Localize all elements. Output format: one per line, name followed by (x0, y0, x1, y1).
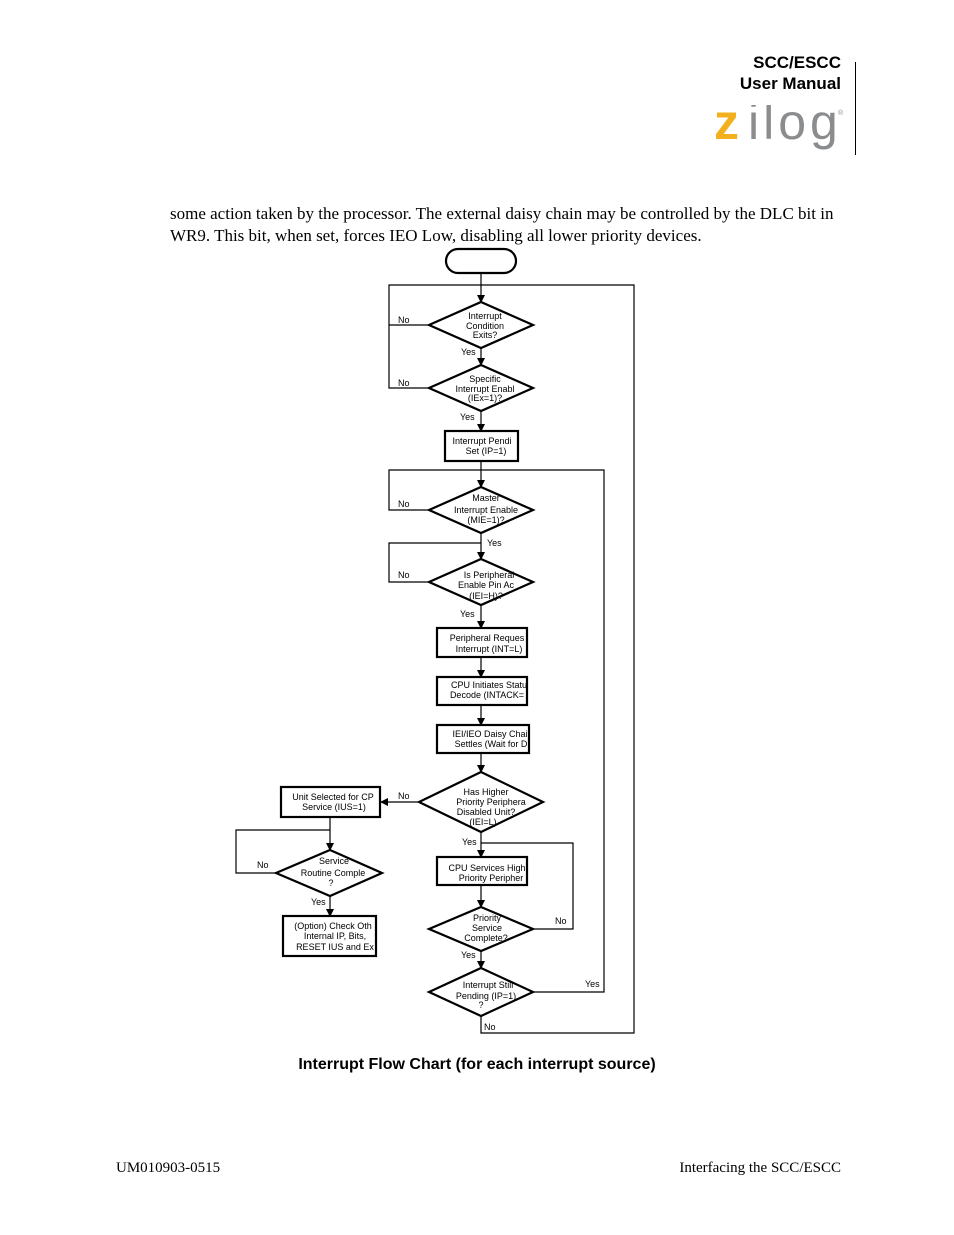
decision-text: Condition (466, 321, 504, 331)
figure-caption: Interrupt Flow Chart (for each interrupt… (0, 1056, 954, 1074)
process-text: (Option) Check Oth (294, 921, 372, 931)
process-text: Interrupt Pendi (452, 436, 511, 446)
process-text: Priority Peripher (459, 873, 524, 883)
process-text: Internal IP, Bits, (304, 931, 366, 941)
body-paragraph: some action taken by the processor. The … (170, 204, 834, 245)
branch-label-no: No (398, 315, 410, 325)
decision-text: Priority (473, 913, 502, 923)
process-text: Interrupt (INT=L) (456, 644, 523, 654)
decision-text: Interrupt Enabl (455, 384, 514, 394)
branch-label-no: No (398, 791, 410, 801)
decision-text: ? (328, 878, 333, 888)
decision-text: Enable Pin Ac (458, 580, 515, 590)
branch-label-yes: Yes (487, 538, 502, 548)
process-text: RESET IUS and Ex (296, 942, 374, 952)
decision-text: Exits? (473, 330, 498, 340)
decision-text: (IEI=H)? (469, 591, 503, 601)
process-text: CPU Services High (448, 863, 525, 873)
branch-label-no: No (484, 1022, 496, 1032)
zilog-logo-rest: ilog (748, 105, 842, 150)
process-text: IEI/IEO Daisy Chai (452, 729, 527, 739)
decision-text: Priority Periphera (456, 797, 526, 807)
decision-text: Is Peripheral (464, 570, 515, 580)
decision-text: Disabled Unit? (457, 807, 516, 817)
svg-text:®: ® (838, 109, 844, 117)
zilog-logo-z: z (714, 105, 739, 150)
decision-text: (MIE=1)? (467, 515, 504, 525)
branch-label-no: No (398, 570, 410, 580)
start-terminator (444, 247, 518, 275)
decision-text: Interrupt (468, 311, 502, 321)
decision-text: Complete? (464, 933, 508, 943)
process-unit-selected (279, 785, 382, 819)
decision-text: Service (319, 856, 349, 866)
branch-label-yes: Yes (461, 347, 476, 357)
decision-text: Master (472, 493, 500, 503)
process-text: Set (IP=1) (466, 446, 507, 456)
decision-text: Interrupt Still (463, 980, 514, 990)
footer-document-id: UM010903-0515 (116, 1160, 221, 1176)
branch-label-no: No (555, 916, 567, 926)
process-daisy-chain (435, 723, 531, 755)
process-text: Peripheral Reques (450, 633, 525, 643)
decision-text: Service (472, 923, 502, 933)
decision-text: (IEI=L) (469, 817, 496, 827)
process-peripheral-request (435, 626, 529, 659)
zilog-logo: z ilog ® (714, 105, 844, 150)
header-title-line2: User Manual (739, 74, 841, 93)
branch-label-no: No (257, 860, 269, 870)
process-text: Decode (INTACK= (450, 690, 524, 700)
branch-label-yes: Yes (460, 609, 475, 619)
footer-section-title: Interfacing the SCC/ESCC (679, 1160, 841, 1176)
decision-text: Interrupt Enable (454, 505, 518, 515)
process-text: Unit Selected for CP (292, 792, 374, 802)
process-text: CPU Initiates Statu (451, 680, 527, 690)
decision-text: Has Higher (463, 787, 508, 797)
branch-label-no: No (398, 378, 410, 388)
process-cpu-services (435, 855, 529, 887)
branch-label-no: No (398, 499, 410, 509)
process-pending-set (443, 429, 520, 463)
decision-text: Pending (IP=1) (456, 991, 516, 1001)
process-text: Service (IUS=1) (302, 802, 366, 812)
process-option-check (281, 914, 378, 958)
header-title-line1: SCC/ESCC (753, 53, 841, 72)
branch-label-yes: Yes (461, 950, 476, 960)
decision-text: Routine Comple (301, 868, 366, 878)
figure-caption-text: Interrupt Flow Chart (for each interrupt… (298, 1056, 656, 1073)
branch-label-yes: Yes (462, 837, 477, 847)
branch-label-yes: Yes (460, 412, 475, 422)
process-text: Settles (Wait for D (455, 739, 528, 749)
decision-text: (IEx=1)? (468, 393, 502, 403)
decision-text: ? (478, 1000, 483, 1010)
branch-label-yes: Yes (585, 979, 600, 989)
decision-text: Specific (469, 374, 501, 384)
process-cpu-status (435, 675, 529, 707)
header-divider (855, 62, 856, 155)
branch-label-yes: Yes (311, 897, 326, 907)
